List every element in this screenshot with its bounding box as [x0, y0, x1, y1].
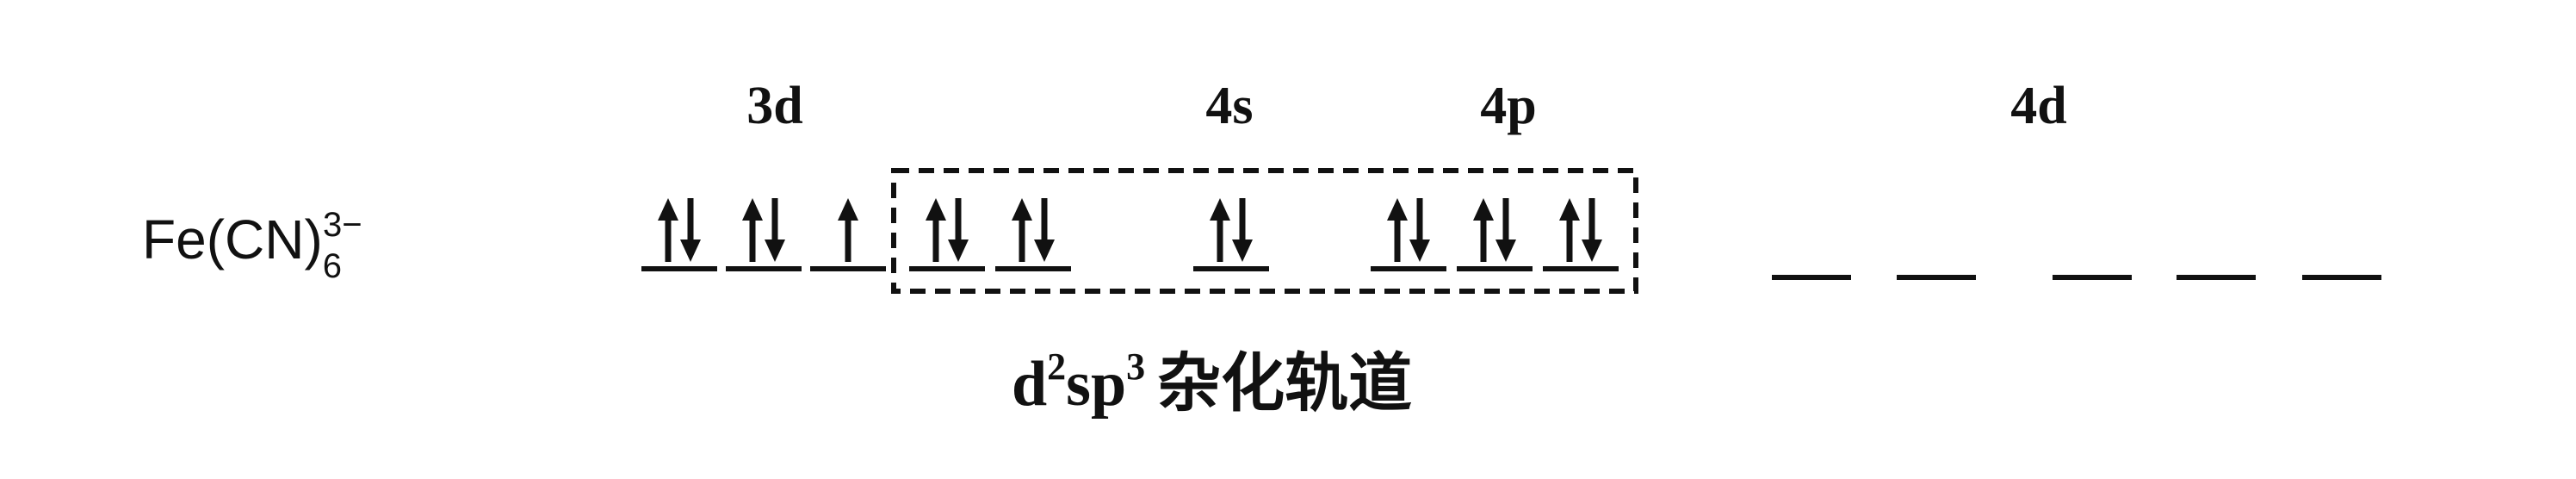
hybrid-sp: sp [1066, 349, 1126, 420]
label-4p: 4p [1480, 77, 1536, 135]
hybrid-text: 杂化轨道 [1157, 346, 1412, 420]
orbital-box [1457, 198, 1533, 271]
orbital-box [1193, 198, 1269, 271]
electron-down-arrow [1582, 198, 1602, 262]
orbitals-4s [1193, 198, 1269, 271]
electron-up-arrow [742, 198, 763, 262]
electron-up-arrow [838, 198, 858, 262]
electron-down-arrow [1495, 198, 1516, 262]
electron-down-arrow [1232, 198, 1253, 262]
electron-up-arrow [1012, 198, 1032, 262]
electron-up-arrow [926, 198, 946, 262]
label-4d: 4d [2010, 77, 2066, 135]
complex-superscript: 3− [323, 206, 362, 244]
label-3d: 3d [746, 77, 802, 135]
electron-down-arrow [1034, 198, 1055, 262]
orbital-box [641, 198, 717, 271]
orbital-box [909, 198, 985, 271]
complex-base: Fe(CN) [142, 208, 323, 271]
electron-up-arrow [1210, 198, 1230, 262]
orbital-box [995, 198, 1071, 271]
electron-up-arrow [1387, 198, 1408, 262]
orbital-box [1371, 198, 1446, 271]
hybrid-sup-3: 3 [1126, 345, 1145, 388]
electron-down-arrow [1409, 198, 1430, 262]
orbital-box [1543, 198, 1619, 271]
hybrid-label: d2sp3 杂化轨道 [1012, 345, 1412, 420]
orbital-box [726, 198, 802, 271]
electron-down-arrow [765, 198, 785, 262]
complex-subscript: 6 [323, 247, 342, 285]
orbital-box [810, 198, 886, 271]
hybrid-sup-2: 2 [1047, 345, 1066, 388]
complex-formula: Fe(CN)63− [142, 206, 362, 285]
electron-up-arrow [1473, 198, 1494, 262]
electron-down-arrow [680, 198, 701, 262]
hybrid-dashed-box [891, 168, 1638, 294]
orbitals-3d [641, 198, 1071, 271]
electron-down-arrow [948, 198, 969, 262]
electron-up-arrow [658, 198, 678, 262]
orbitals-4p [1371, 198, 1619, 271]
label-4s: 4s [1205, 77, 1253, 135]
electron-up-arrow [1559, 198, 1580, 262]
hybrid-d: d [1012, 349, 1047, 420]
